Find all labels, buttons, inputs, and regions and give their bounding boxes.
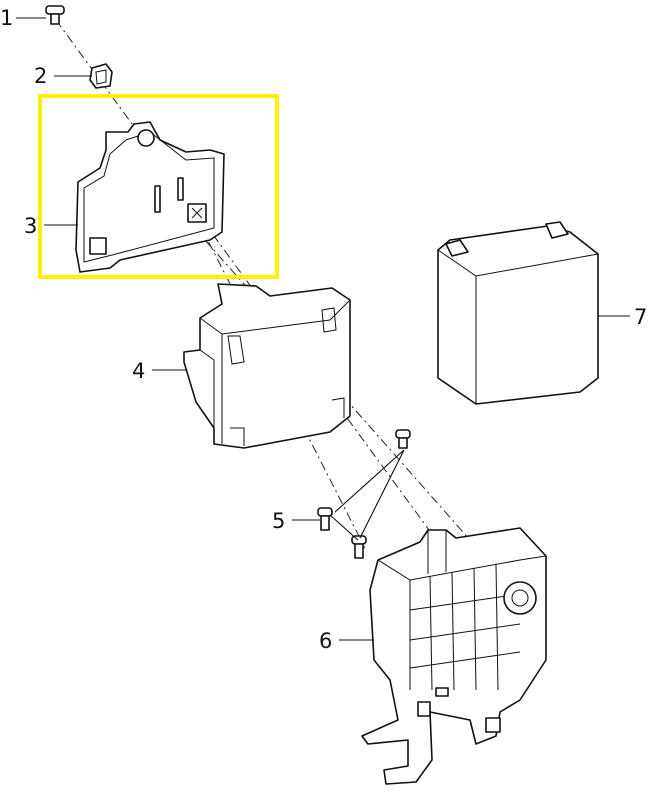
part-1-screw[interactable] [45,5,65,25]
callout-1: 1 [0,6,46,30]
callout-6: 6 [319,629,374,653]
part-5-bolts[interactable] [317,429,411,559]
callout-5: 5 [272,509,320,533]
callout-7: 7 [598,305,647,329]
assembly-axis-line [55,19,441,546]
highlight-box [38,94,279,279]
callout-3: 3 [24,214,78,238]
part-6-housing[interactable] [361,527,547,785]
part-3-bracket[interactable] [75,121,225,273]
part-7-box[interactable] [437,221,599,405]
callout-label: 3 [24,214,37,238]
callout-label: 7 [634,305,647,329]
part-2-clip[interactable] [89,63,113,89]
callout-4: 4 [132,359,186,383]
part-4-cover[interactable] [183,283,351,449]
callout-2: 2 [34,64,92,88]
callout-label: 1 [0,6,13,30]
callout-label: 5 [272,509,285,533]
callout-label: 2 [34,64,47,88]
callout-label: 6 [319,629,332,653]
callout-label: 4 [132,359,145,383]
